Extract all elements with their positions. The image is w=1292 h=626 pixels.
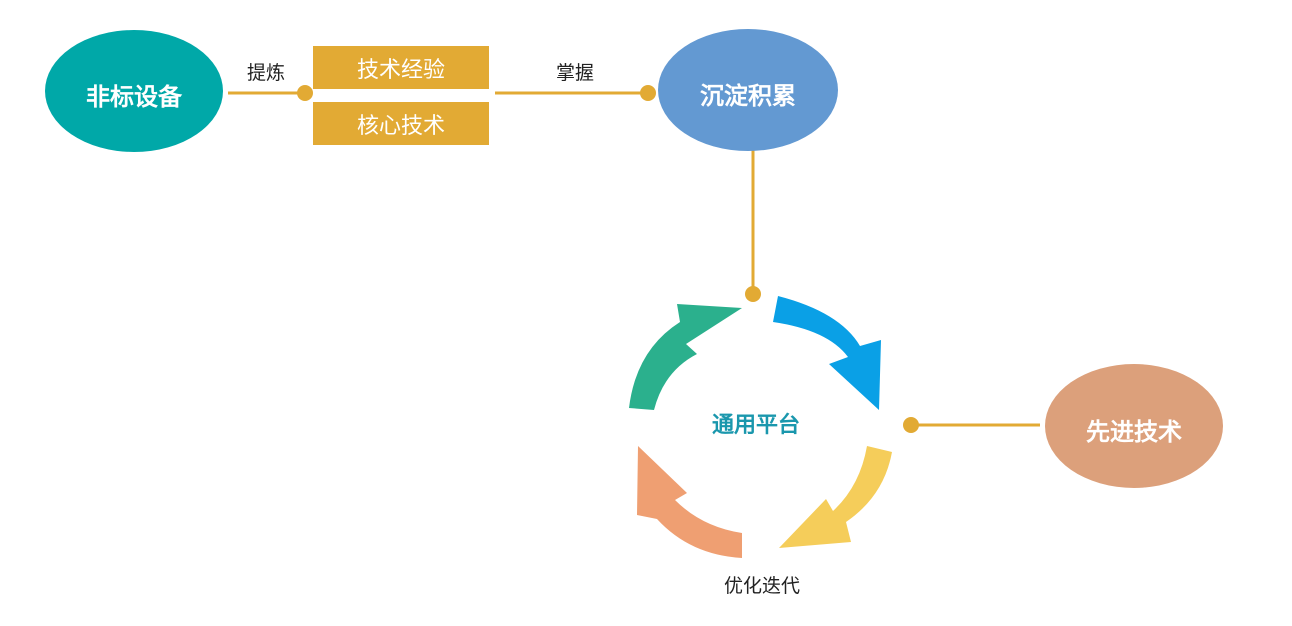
node-nonstandard-label: 非标设备 xyxy=(86,83,182,111)
connector-dot-master xyxy=(640,85,656,101)
connector-dot-advanced xyxy=(903,417,919,433)
box-technical-experience: 技术经验 xyxy=(313,46,489,89)
node-advanced-label: 先进技术 xyxy=(1086,418,1182,446)
node-nonstandard-ellipse xyxy=(45,30,223,152)
node-accumulate-label: 沉淀积累 xyxy=(700,82,796,110)
edge-label-refine: 提炼 xyxy=(247,62,286,84)
cycle-arrow-blue xyxy=(773,296,881,410)
cycle-arrow-yellow xyxy=(779,446,892,548)
connector-dot-platform xyxy=(745,286,761,302)
cycle-arrow-salmon xyxy=(637,446,742,558)
cycle-arrow-green xyxy=(629,304,742,410)
node-accumulate-ellipse xyxy=(658,29,838,151)
edge-label-master: 掌握 xyxy=(556,62,595,84)
node-advanced-ellipse xyxy=(1045,364,1223,488)
connector-dot-refine xyxy=(297,85,313,101)
edge-label-iterate: 优化迭代 xyxy=(724,575,801,597)
center-platform-label: 通用平台 xyxy=(712,413,801,438)
box-core-technology: 核心技术 xyxy=(313,102,489,145)
